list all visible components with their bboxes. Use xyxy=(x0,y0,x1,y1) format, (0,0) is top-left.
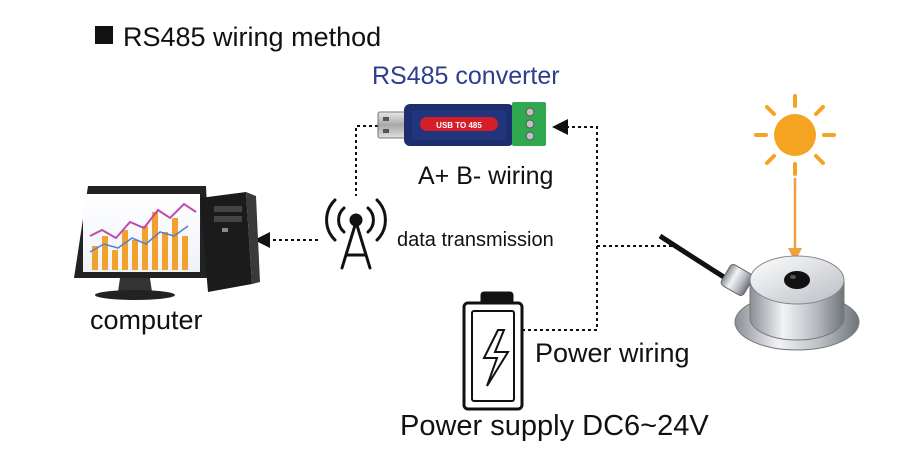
cable-gland xyxy=(720,264,754,296)
bullet-square-icon xyxy=(95,26,113,44)
sunlight-arrow xyxy=(788,178,802,262)
title-text: RS485 wiring method xyxy=(123,22,382,52)
antenna-icon xyxy=(325,198,387,270)
light-sensor-device xyxy=(658,233,860,351)
usb-converter-device: USB TO 485 xyxy=(377,102,546,146)
converter-to-antenna-line xyxy=(355,125,378,196)
battery-icon xyxy=(462,291,524,411)
converter-device-text: USB TO 485 xyxy=(436,121,482,130)
sun-icon xyxy=(754,94,836,176)
power-wiring-label: Power wiring xyxy=(535,338,690,368)
ab-wiring-label: A+ B- wiring xyxy=(418,162,554,190)
connector-lines xyxy=(254,119,678,331)
sensor-dome xyxy=(784,271,810,289)
computer-icon xyxy=(74,186,260,300)
screen-chart xyxy=(92,212,188,270)
diagram-title: RS485 wiring method xyxy=(95,22,381,53)
rs485-converter-label: RS485 converter xyxy=(372,62,560,90)
sensor-to-converter-line xyxy=(552,119,678,247)
converter-red-label xyxy=(420,117,498,131)
computer-label: computer xyxy=(90,305,203,335)
power-supply-label: Power supply DC6~24V xyxy=(400,410,709,442)
data-transmission-label: data transmission xyxy=(397,229,554,251)
power-to-wiring-line xyxy=(522,246,598,331)
